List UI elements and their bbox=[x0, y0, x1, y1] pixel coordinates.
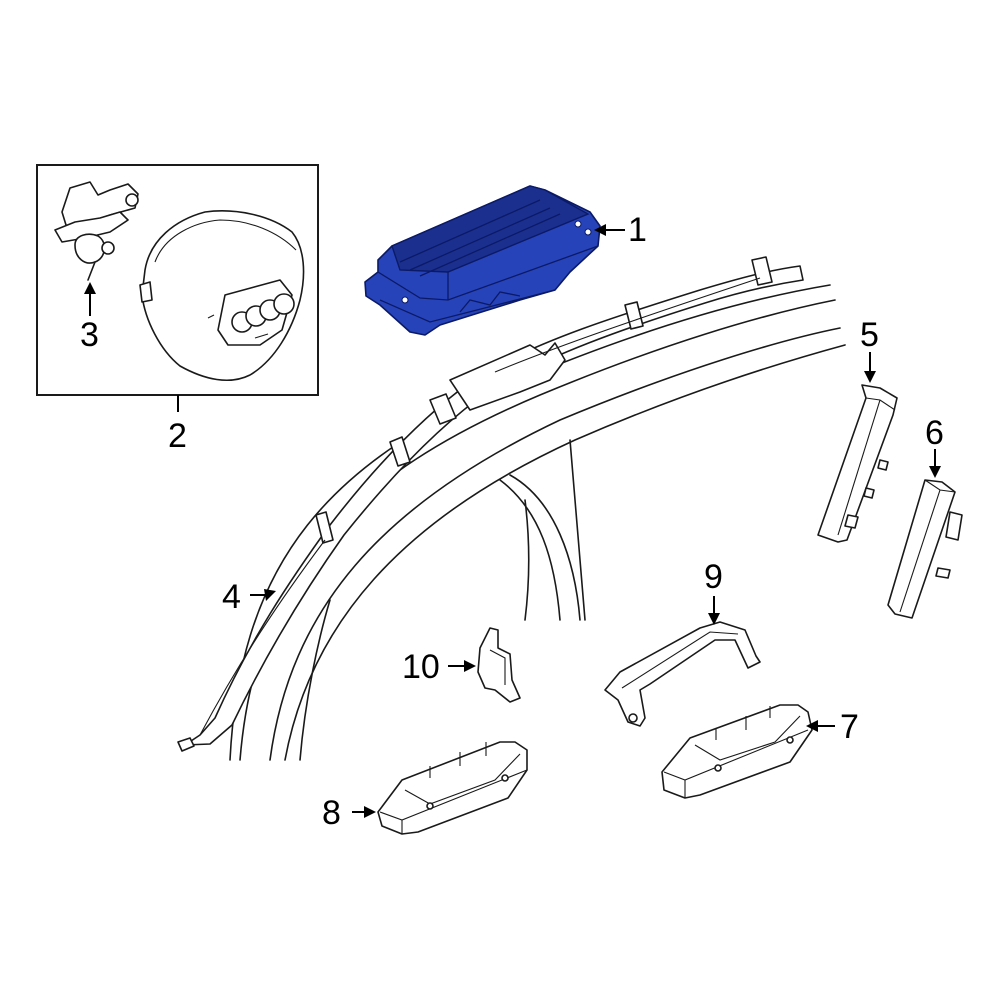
knee-airbag-8[interactable] bbox=[377, 741, 528, 835]
callout-4: 4 bbox=[222, 578, 241, 616]
callout-8: 8 bbox=[322, 794, 341, 832]
callout-9: 9 bbox=[704, 558, 723, 596]
curtain-airbag[interactable] bbox=[177, 256, 804, 752]
passenger-airbag[interactable] bbox=[364, 185, 601, 336]
callout-6: 6 bbox=[925, 414, 944, 452]
callout-5: 5 bbox=[860, 316, 879, 354]
leader-lines bbox=[84, 224, 941, 818]
bracket-9[interactable] bbox=[604, 621, 761, 727]
clockspring-connector[interactable] bbox=[54, 181, 139, 281]
callout-1: 1 bbox=[628, 211, 647, 249]
steering-wheel-airbag[interactable] bbox=[139, 210, 305, 382]
callout-10: 10 bbox=[402, 648, 440, 686]
callout-2: 2 bbox=[168, 417, 187, 455]
callout-7: 7 bbox=[840, 708, 859, 746]
side-airbag-6[interactable] bbox=[887, 479, 963, 619]
callout-3: 3 bbox=[80, 316, 99, 354]
bracket-10[interactable] bbox=[477, 627, 521, 703]
side-airbag-5[interactable] bbox=[817, 384, 898, 543]
knee-airbag-7[interactable] bbox=[661, 704, 813, 799]
